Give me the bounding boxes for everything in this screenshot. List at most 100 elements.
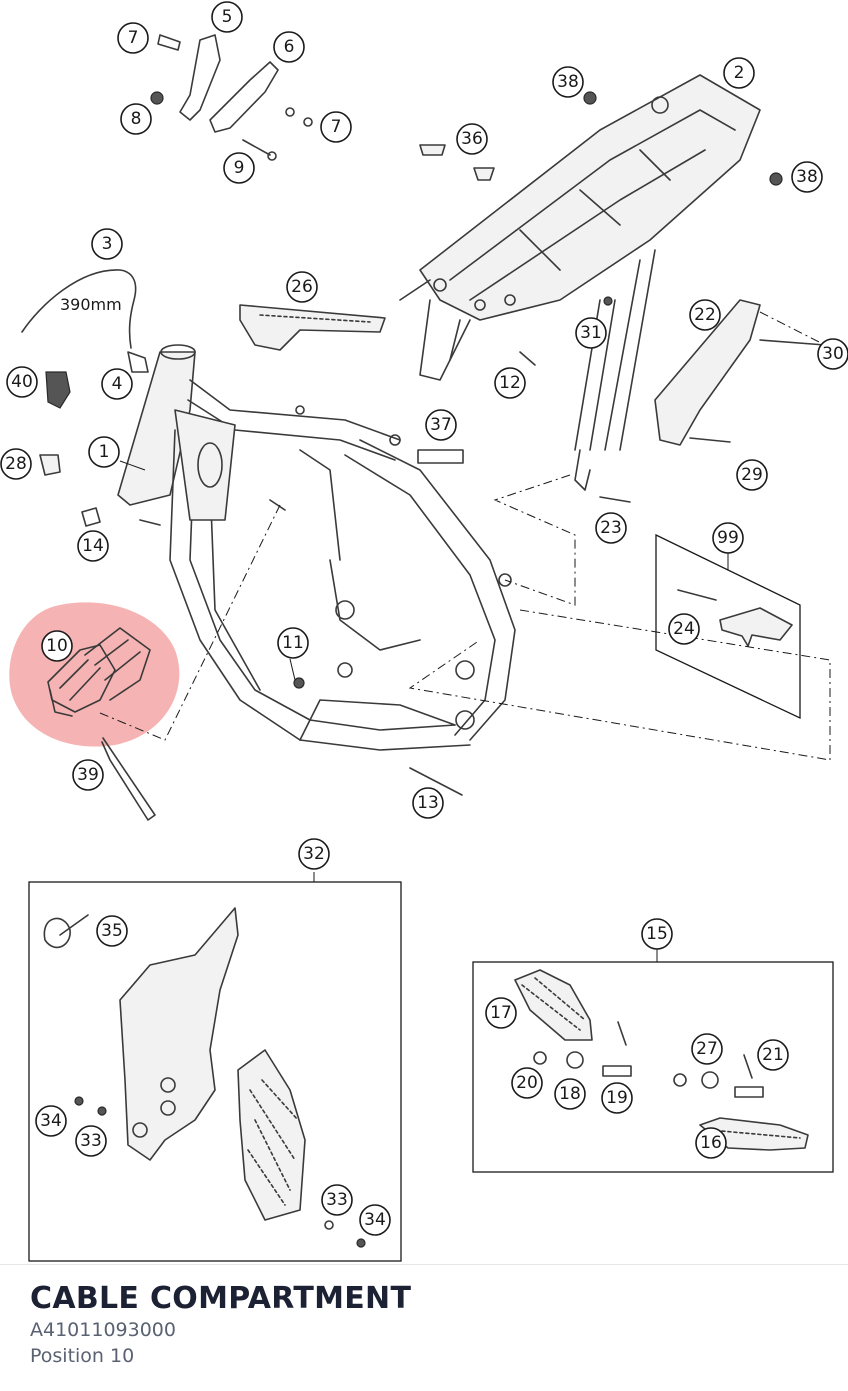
svg-text:7: 7 [331,117,342,137]
svg-text:20: 20 [516,1073,538,1093]
callout-26[interactable]: 26 [286,271,318,303]
svg-text:2: 2 [734,63,745,83]
svg-text:15: 15 [646,924,668,944]
part-23-bolt [599,496,631,503]
callout-39[interactable]: 39 [72,759,104,791]
callout-10[interactable]: 10 [41,630,73,662]
callout-8[interactable]: 8 [120,103,152,135]
callout-19[interactable]: 19 [601,1082,633,1114]
callout-15[interactable]: 15 [641,918,673,950]
callout-30[interactable]: 30 [817,338,848,370]
callout-34-right[interactable]: 34 [359,1204,391,1236]
part-38-grommet [583,91,597,105]
part-11-nut [293,677,305,689]
part-4-fitting [127,351,149,373]
svg-text:40: 40 [11,372,33,392]
group-15-footpegs [472,961,834,1173]
callout-11[interactable]: 11 [277,627,309,659]
part-12-bolt [519,351,536,366]
part-28-clip [39,454,61,476]
callout-5[interactable]: 5 [211,1,243,33]
svg-text:26: 26 [291,277,313,297]
svg-text:12: 12 [499,373,521,393]
callout-1[interactable]: 1 [88,436,120,468]
callout-32[interactable]: 32 [298,838,330,870]
svg-text:22: 22 [694,305,716,325]
svg-text:23: 23 [600,518,622,538]
callout-34-left[interactable]: 34 [35,1105,67,1137]
part-39-strap [101,737,156,821]
svg-text:5: 5 [222,7,233,27]
svg-text:24: 24 [673,619,695,639]
callout-35[interactable]: 35 [96,915,128,947]
svg-text:27: 27 [696,1039,718,1059]
main-frame [117,344,516,751]
part-30-bolt [759,339,826,346]
callout-18[interactable]: 18 [554,1078,586,1110]
callout-40[interactable]: 40 [6,366,38,398]
svg-text:4: 4 [112,374,123,394]
svg-text:8: 8 [131,109,142,129]
svg-text:14: 14 [82,536,104,556]
part-10-cable-compartment[interactable] [47,627,151,717]
callout-38-left[interactable]: 38 [552,66,584,98]
part-24-bolt [677,589,717,601]
svg-text:3: 3 [102,234,113,254]
callout-33-right[interactable]: 33 [321,1184,353,1216]
dimension-label: 390mm [60,295,122,314]
callout-14[interactable]: 14 [77,530,109,562]
svg-text:13: 13 [417,793,439,813]
part-info-panel: CABLE COMPARTMENT A41011093000 Position … [0,1264,848,1391]
svg-text:99: 99 [717,528,739,548]
svg-text:31: 31 [580,323,602,343]
svg-text:6: 6 [284,37,295,57]
callout-27[interactable]: 27 [691,1033,723,1065]
part-22-bracket [654,299,761,446]
callout-21[interactable]: 21 [757,1039,789,1071]
svg-text:38: 38 [796,167,818,187]
svg-text:34: 34 [364,1210,386,1230]
callout-17[interactable]: 17 [485,997,517,1029]
callout-33-left[interactable]: 33 [75,1125,107,1157]
part-36-pad-2 [473,167,495,181]
tube-3 [21,269,137,349]
exploded-parts-diagram: 390mm [0,1,848,1262]
callout-36[interactable]: 36 [456,123,488,155]
svg-text:30: 30 [822,344,844,364]
callout-13[interactable]: 13 [412,787,444,819]
callout-31[interactable]: 31 [575,317,607,349]
svg-text:28: 28 [5,454,27,474]
part-13-bolt [409,767,463,796]
callout-7-upper[interactable]: 7 [117,22,149,54]
svg-text:33: 33 [326,1190,348,1210]
callout-4[interactable]: 4 [101,368,133,400]
callout-37[interactable]: 37 [425,409,457,441]
svg-text:17: 17 [490,1003,512,1023]
callout-12[interactable]: 12 [494,367,526,399]
leader-lines [119,460,729,962]
callout-20[interactable]: 20 [511,1067,543,1099]
callout-28[interactable]: 28 [0,448,32,480]
group-32-frame-protector [28,881,402,1262]
callout-23[interactable]: 23 [595,512,627,544]
callout-9[interactable]: 9 [223,152,255,184]
callout-38-right[interactable]: 38 [791,161,823,193]
kit-99-box [655,533,801,720]
callout-99[interactable]: 99 [712,522,744,554]
callout-2[interactable]: 2 [723,57,755,89]
part-40-clamp [45,371,71,409]
part-36-pad [419,144,446,156]
callout-29[interactable]: 29 [736,459,768,491]
callout-24[interactable]: 24 [668,613,700,645]
callout-16[interactable]: 16 [695,1127,727,1159]
part-title: CABLE COMPARTMENT [30,1281,412,1316]
svg-text:29: 29 [741,465,763,485]
svg-text:1: 1 [99,442,110,462]
callout-3[interactable]: 3 [91,228,123,260]
callout-22[interactable]: 22 [689,299,721,331]
svg-text:7: 7 [128,28,139,48]
part-99-bracket [719,607,793,647]
callout-7-lower[interactable]: 7 [320,111,352,143]
callout-6[interactable]: 6 [273,31,305,63]
svg-text:33: 33 [80,1131,102,1151]
